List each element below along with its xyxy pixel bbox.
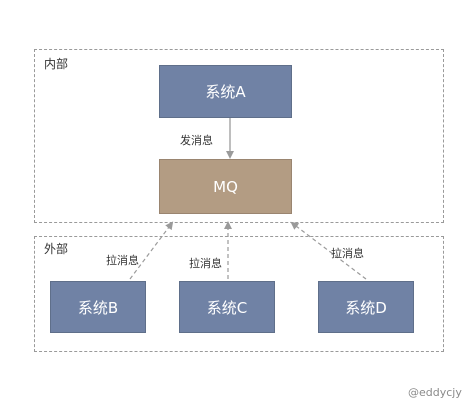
external-zone xyxy=(34,236,444,352)
edge-label-send-message: 发消息 xyxy=(180,134,213,147)
internal-zone-label: 内部 xyxy=(44,57,69,71)
edge-label-pull-message-c: 拉消息 xyxy=(189,257,222,270)
internal-zone xyxy=(34,49,444,223)
external-zone-label: 外部 xyxy=(44,242,69,256)
node-system-b: 系统B xyxy=(50,281,146,333)
node-system-a: 系统A xyxy=(159,65,292,118)
edge-label-pull-message-d: 拉消息 xyxy=(331,247,364,260)
edge-label-pull-message-b: 拉消息 xyxy=(106,254,139,267)
watermark: @eddycjy xyxy=(408,386,462,399)
node-system-d: 系统D xyxy=(318,281,414,333)
node-system-c: 系统C xyxy=(179,281,275,333)
node-mq: MQ xyxy=(159,159,292,214)
